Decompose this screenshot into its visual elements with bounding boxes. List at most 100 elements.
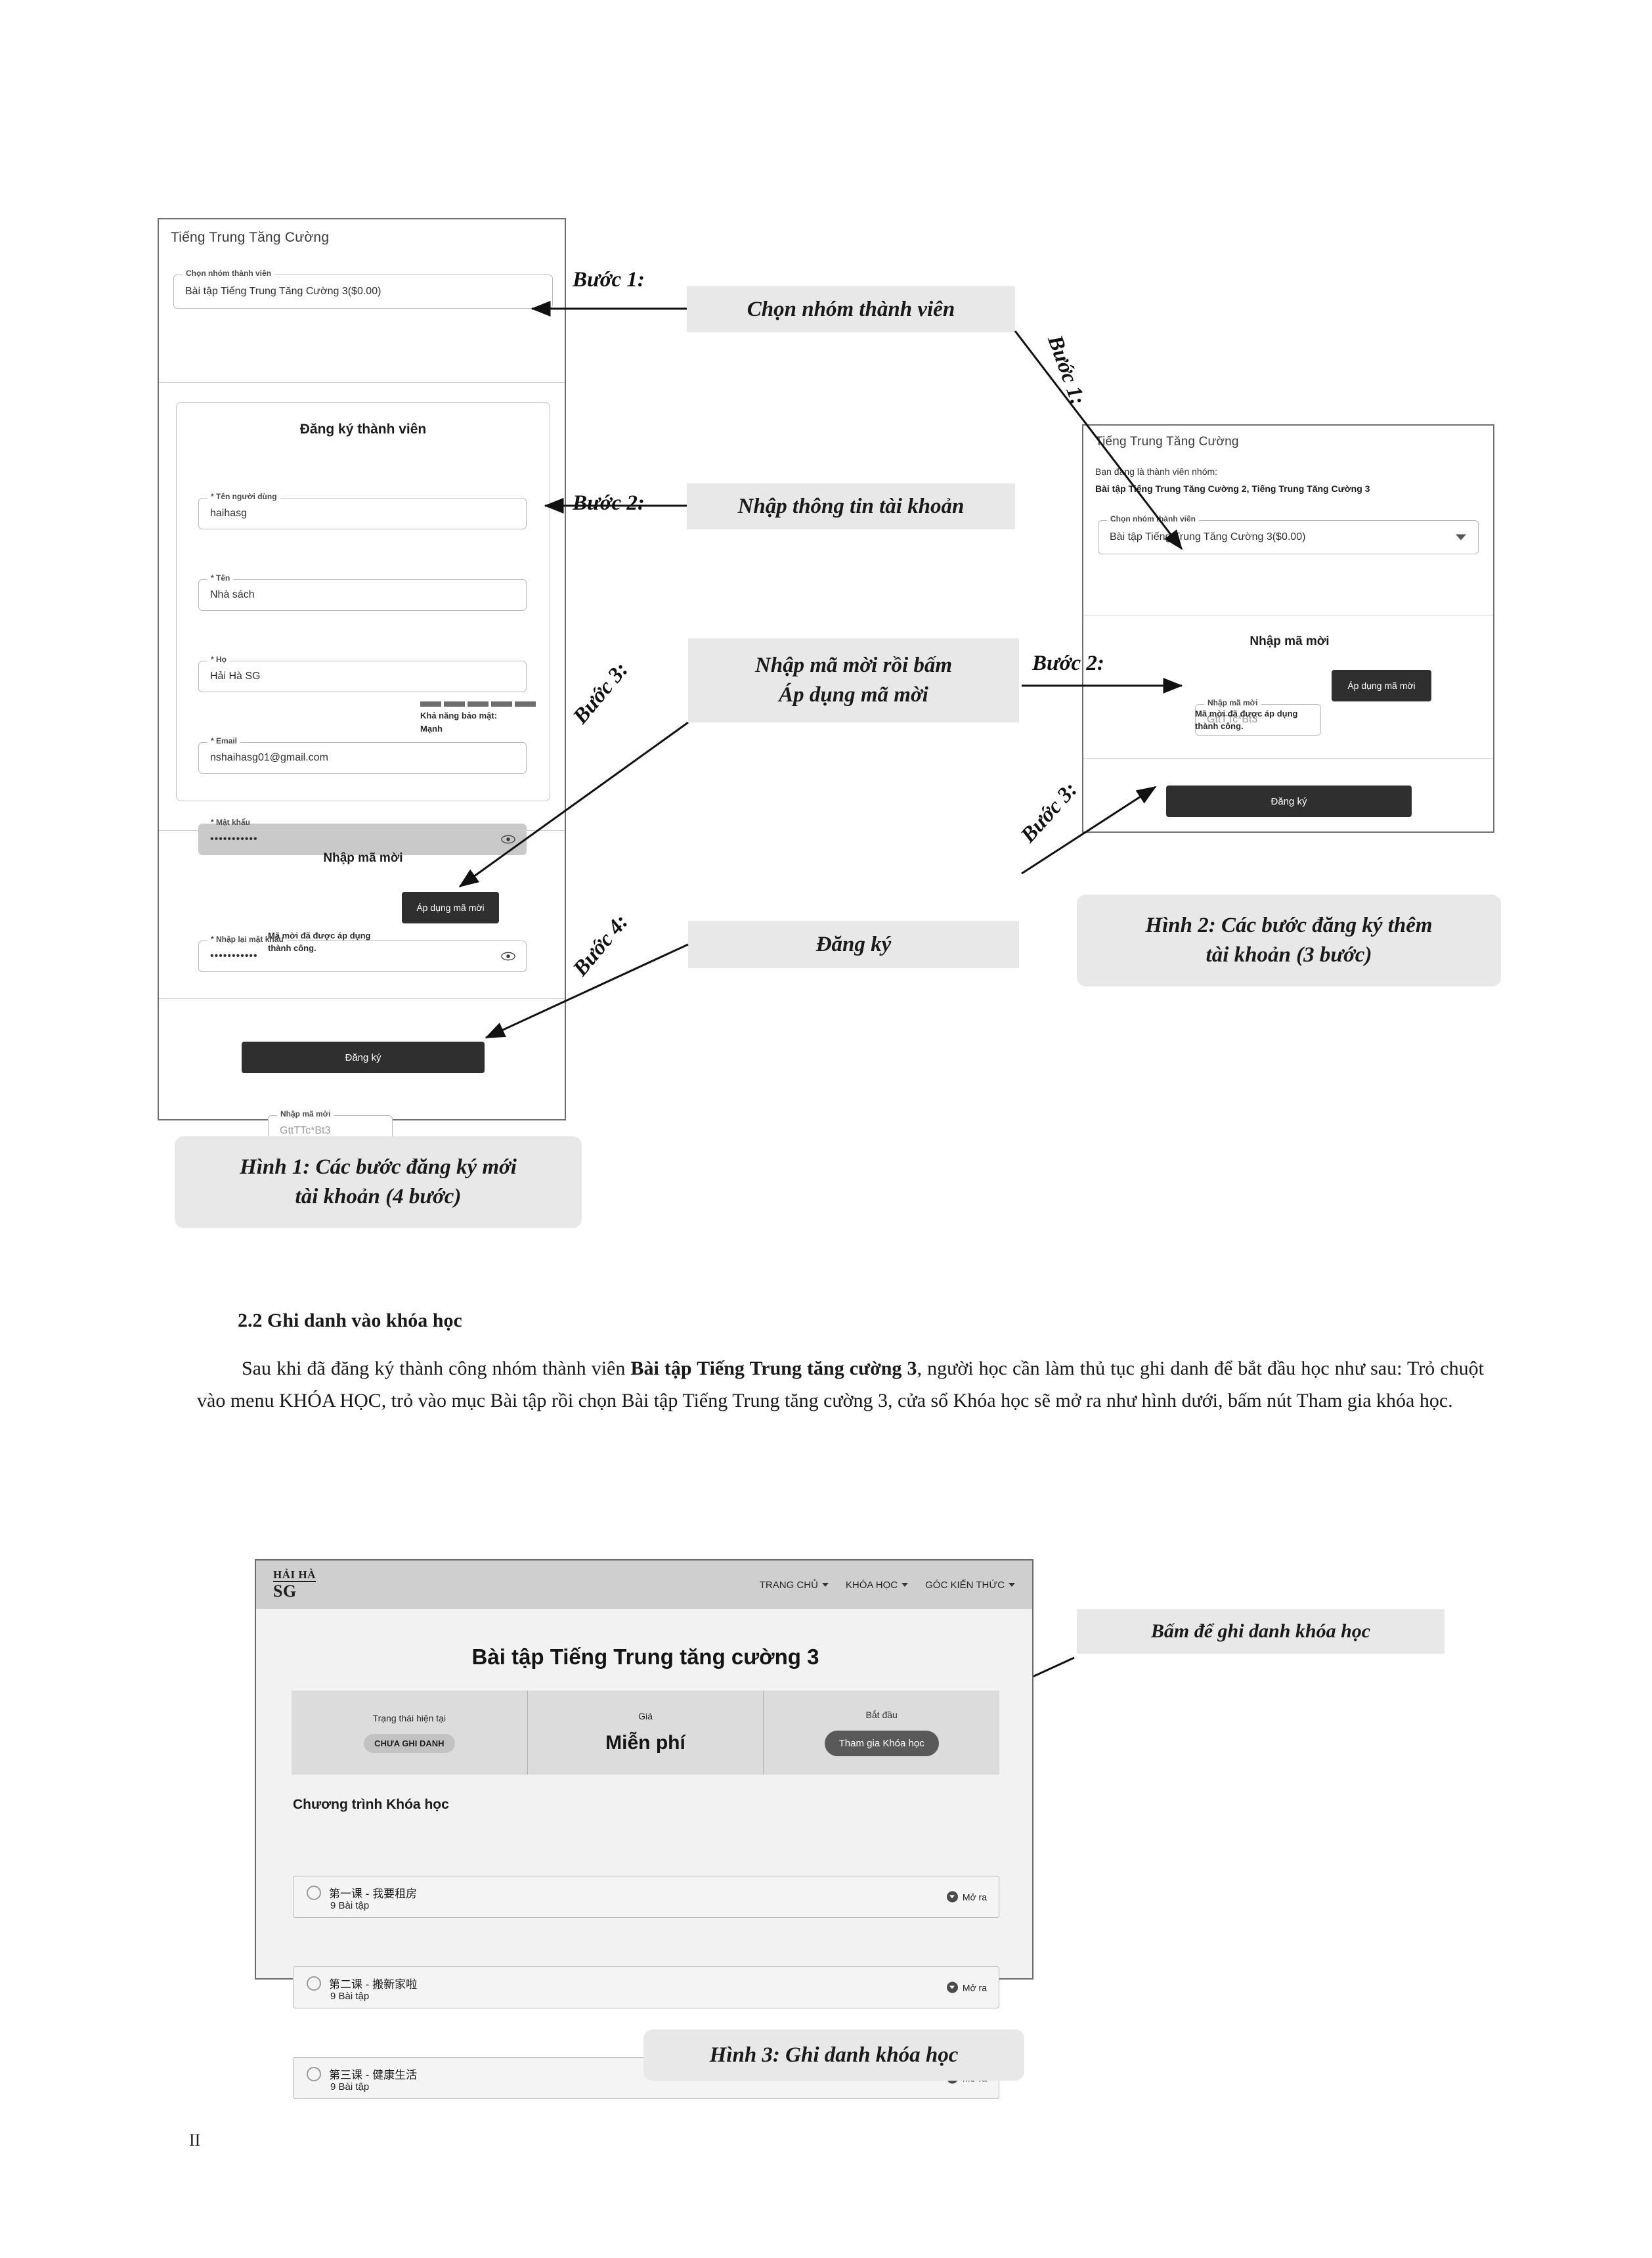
lesson-open-action[interactable]: Mở ra — [946, 1981, 987, 1993]
invite-input-legend: Nhập mã mời — [277, 1110, 334, 1118]
eye-icon[interactable] — [501, 952, 515, 961]
figure3-course-title: Bài tập Tiếng Trung tăng cường 3 — [471, 1645, 819, 1669]
chevron-down-circle-icon — [946, 1891, 958, 1903]
group-select-value: Bài tập Tiếng Trung Tăng Cường 3($0.00) — [1110, 531, 1306, 542]
site-logo[interactable]: HẢI HÀ SG — [273, 1568, 316, 1601]
status-badge: CHƯA GHI DANH — [364, 1733, 455, 1753]
field-password-confirm-legend: * Nhập lại mật khẩu — [207, 935, 287, 943]
figure2-apply-invite-button[interactable]: Áp dụng mã mời — [1332, 670, 1431, 701]
site-header: HẢI HÀ SG TRANG CHỦ KHÓA HỌC GÓC KIẾN TH… — [256, 1561, 1032, 1609]
divider — [159, 830, 565, 831]
lesson-open-action[interactable]: Mở ra — [946, 1891, 987, 1903]
stat-label-price: Giá — [638, 1711, 653, 1721]
stat-label-start: Bắt đầu — [865, 1709, 898, 1720]
join-course-button[interactable]: Tham gia Khóa học — [824, 1730, 939, 1756]
callout-enter-invite-code: Nhập mã mời rồi bấm Áp dụng mã mời — [688, 638, 1019, 722]
figure2-group-select[interactable]: Chọn nhóm thành viên Bài tập Tiếng Trung… — [1098, 515, 1479, 554]
lesson-open-label: Mở ra — [962, 1982, 987, 1993]
nav-item-knowledge-label: GÓC KIẾN THỨC — [925, 1579, 1005, 1591]
figure2-invite-note: Mã mời đã được áp dụng thành công. — [1195, 709, 1298, 731]
step-label-f2-1: Bước 1: — [1043, 332, 1090, 409]
figure1-panel: Tiếng Trung Tăng Cường Chọn nhóm thành v… — [158, 218, 566, 1147]
field-username[interactable]: * Tên người dùng haihasg — [198, 493, 527, 529]
figure2-caption: Hình 2: Các bước đăng ký thêm tài khoản … — [1077, 895, 1501, 986]
chevron-down-icon — [1009, 1583, 1015, 1587]
paragraph-bold: Bài tập Tiếng Trung tăng cường 3 — [630, 1358, 917, 1379]
lesson-subtitle: 9 Bài tập — [330, 2081, 370, 2092]
group-select-legend: Chọn nhóm thành viên — [183, 269, 274, 277]
group-select-value: Bài tập Tiếng Trung Tăng Cường 3($0.00) — [185, 286, 381, 297]
lesson-subtitle: 9 Bài tập — [330, 1991, 370, 2002]
lesson-title: 第一课 - 我要租房 — [329, 1888, 418, 1900]
divider — [159, 382, 565, 383]
step-label-f1-2: Bước 2: — [573, 491, 645, 515]
field-password-confirm[interactable]: * Nhập lại mật khẩu ••••••••••• — [198, 935, 527, 972]
callout-enter-account-info: Nhập thông tin tài khoản — [687, 483, 1015, 529]
nav-item-home-label: TRANG CHỦ — [759, 1579, 818, 1591]
lesson-title: 第二课 - 搬新家啦 — [329, 1978, 418, 1991]
figure2-invite-input[interactable]: Nhập mã mời GttTTc*Bt3 — [1195, 699, 1321, 736]
field-firstname-legend: * Tên — [207, 574, 234, 582]
brand-line-2: SG — [273, 1582, 297, 1601]
figure1-group-select[interactable]: Chọn nhóm thành viên Bài tập Tiếng Trung… — [173, 269, 553, 309]
paragraph-post: , người học cần làm thủ tục ghi danh để … — [197, 1358, 1484, 1411]
divider — [159, 998, 565, 999]
nav-item-courses-label: KHÓA HỌC — [845, 1579, 898, 1591]
lesson-status-circle-icon — [307, 1976, 321, 1991]
callout-click-to-enroll: Bấm để ghi danh khóa học — [1077, 1609, 1445, 1654]
body-paragraph: Sau khi đã đăng ký thành công nhóm thành… — [197, 1353, 1484, 1417]
figure1-caption: Hình 1: Các bước đăng ký mới tài khoản (… — [175, 1136, 582, 1228]
step-label-f1-3: Bước 3: — [569, 657, 634, 729]
nav-item-knowledge[interactable]: GÓC KIẾN THỨC — [925, 1580, 1015, 1591]
price-value: Miễn phí — [605, 1732, 685, 1754]
eye-icon[interactable] — [501, 835, 515, 844]
figure2-member-note-value: Bài tập Tiếng Trung Tăng Cường 2, Tiếng … — [1095, 483, 1370, 494]
figure1-apply-invite-button[interactable]: Áp dụng mã mời — [402, 892, 499, 923]
chevron-down-icon — [902, 1583, 909, 1587]
figure3-caption: Hình 3: Ghi danh khóa học — [643, 2029, 1024, 2081]
figure2-member-note-label: Bạn đang là thành viên nhóm: — [1095, 466, 1218, 477]
figure1-panel-title: Tiếng Trung Tăng Cường — [171, 230, 330, 245]
figure3-status-bar: Trạng thái hiện tại CHƯA GHI DANH Giá Mi… — [292, 1691, 999, 1775]
invite-input-placeholder: GttTTc*Bt3 — [280, 1125, 331, 1136]
field-firstname[interactable]: * Tên Nhà sách — [198, 574, 527, 611]
field-email-legend: * Email — [207, 737, 241, 745]
step-label-f2-3: Bước 3: — [1016, 778, 1083, 848]
stat-cell-start: Bắt đầu Tham gia Khóa học — [763, 1691, 999, 1775]
figure1-register-heading: Đăng ký thành viên — [299, 422, 427, 437]
password-strength-value: Mạnh — [420, 724, 443, 734]
figure2-invite-heading: Nhập mã mời — [1250, 634, 1330, 648]
field-password-legend: * Mật khẩu — [211, 818, 251, 827]
nav-item-home[interactable]: TRANG CHỦ — [760, 1580, 829, 1591]
lesson-subtitle: 9 Bài tập — [330, 1900, 370, 1911]
field-firstname-value: Nhà sách — [210, 589, 255, 600]
callout-choose-group: Chọn nhóm thành viên — [687, 286, 1015, 332]
nav-item-courses[interactable]: KHÓA HỌC — [845, 1579, 909, 1591]
figure2-submit-button[interactable]: Đăng ký — [1166, 786, 1412, 817]
lesson-row-2[interactable]: 第二课 - 搬新家啦 9 Bài tập Mở ra — [293, 1966, 999, 2008]
brand-line-1: HẢI HÀ — [273, 1568, 316, 1583]
chevron-down-icon[interactable] — [1456, 534, 1466, 541]
field-lastname[interactable]: * Họ Hải Hà SG — [198, 655, 527, 692]
field-lastname-legend: * Họ — [207, 655, 230, 663]
field-password-value: ••••••••••• — [210, 833, 258, 845]
lesson-row-1[interactable]: 第一课 - 我要租房 9 Bài tập Mở ra — [293, 1876, 999, 1918]
invite-input-legend: Nhập mã mời — [1204, 699, 1261, 707]
lesson-title: 第三课 - 健康生活 — [329, 2069, 418, 2081]
field-username-legend: * Tên người dùng — [207, 493, 280, 500]
step-label-f2-2: Bước 2: — [1032, 652, 1104, 675]
section-heading: 2.2 Ghi danh vào khóa học — [238, 1310, 462, 1331]
figure1-invite-heading: Nhập mã mời — [323, 851, 403, 865]
figure2-panel-title: Tiếng Trung Tăng Cường — [1095, 435, 1239, 449]
stat-label-status: Trạng thái hiện tại — [372, 1712, 446, 1723]
figure1-submit-button[interactable]: Đăng ký — [242, 1042, 485, 1073]
stat-cell-price: Giá Miễn phí — [527, 1691, 764, 1775]
group-select-legend: Chọn nhóm thành viên — [1107, 515, 1199, 523]
figure2-panel: Tiếng Trung Tăng Cường Bạn đang là thành… — [1082, 424, 1494, 833]
lesson-open-label: Mở ra — [962, 1892, 987, 1902]
field-password[interactable]: * Mật khẩu ••••••••••• — [198, 818, 527, 855]
step-label-f1-1: Bước 1: — [573, 268, 645, 292]
site-nav: TRANG CHỦ KHÓA HỌC GÓC KIẾN THỨC — [760, 1580, 1015, 1591]
field-email[interactable]: * Email nshaihasg01@gmail.com — [198, 737, 527, 774]
